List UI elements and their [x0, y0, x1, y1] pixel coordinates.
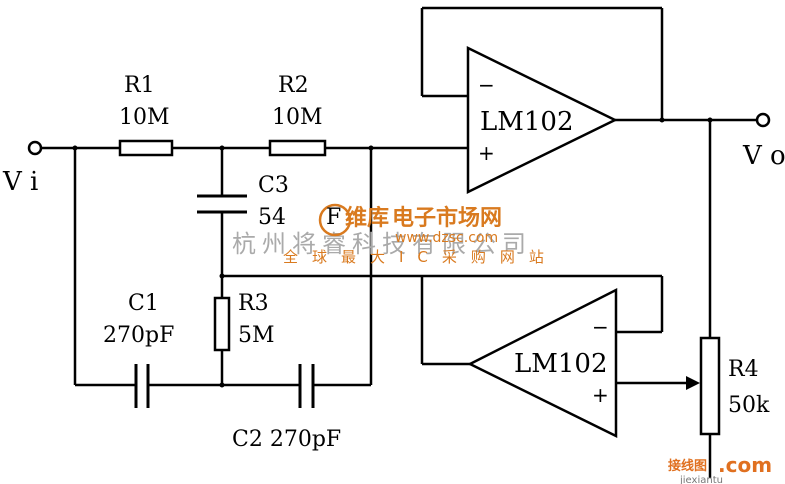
labels: V i V o R1 10M R2 10M C3 54 F C1 270pF R… [2, 73, 785, 452]
resistor-r1 [118, 139, 174, 157]
junction-dot [707, 117, 713, 123]
junction-dot [219, 145, 225, 151]
junction-dot [368, 145, 374, 151]
label-c1-name: C1 [128, 291, 159, 316]
label-c3-value: 54 [258, 205, 286, 230]
label-opamp2: LM102 [514, 349, 608, 379]
watermark-logo-icon [318, 203, 352, 237]
opamp-2-symbol [467, 287, 618, 439]
corner-watermark: 接线图 .com jiexiantu [668, 453, 772, 484]
label-vi: V i [2, 167, 38, 197]
vo-terminal [755, 112, 771, 128]
watermark-url: www.dzsc.com [395, 230, 498, 246]
watermark-site-cn: 电子市场网 [392, 205, 502, 231]
watermark-company: 杭州将睿科技有限公司 [232, 230, 532, 258]
label-r1-name: R1 [124, 73, 155, 98]
capacitor-c2 [298, 364, 315, 408]
label-vo: V o [742, 141, 785, 171]
label-r3-value: 5M [238, 323, 275, 348]
resistor-r3 [213, 296, 231, 352]
label-r1-value: 10M [119, 105, 170, 130]
r4-wiper-arrow [686, 376, 700, 390]
label-r3-name: R3 [238, 291, 269, 316]
label-c3-value-tail: F [326, 205, 341, 230]
junction-dot [72, 145, 78, 151]
label-opamp1-minus: − [478, 73, 495, 97]
potentiometer-r4 [699, 336, 721, 436]
capacitor-c1 [134, 364, 150, 408]
label-r2-value: 10M [272, 105, 323, 130]
wires [41, 6, 757, 478]
corner-watermark-url: jiexiantu [679, 475, 723, 484]
resistor-r2 [268, 139, 327, 157]
watermark-brand: 维库 [345, 205, 389, 231]
label-r4-name: R4 [728, 357, 759, 382]
label-c1-value: 270pF [103, 323, 174, 348]
watermark-slogan: 全球最大IC采购网站 [283, 248, 558, 266]
capacitor-c3 [197, 194, 247, 214]
junction-dot [219, 273, 225, 279]
corner-watermark-com: .com [718, 453, 772, 477]
junctions [72, 117, 713, 388]
label-r4-value: 50k [728, 393, 770, 418]
label-opamp1: LM102 [480, 107, 574, 137]
label-opamp2-minus: − [592, 315, 609, 339]
junction-dot [219, 382, 225, 388]
label-c3-name: C3 [258, 173, 289, 198]
vi-terminal [27, 140, 43, 156]
corner-watermark-cn: 接线图 [668, 458, 707, 474]
watermark: 杭州将睿科技有限公司 维库 电子市场网 www.dzsc.com 全球最大IC采… [232, 203, 558, 266]
label-opamp1-plus: + [478, 141, 495, 165]
label-opamp2-plus: + [592, 383, 609, 407]
label-c2: C2 270pF [232, 427, 341, 452]
label-r2-name: R2 [278, 73, 309, 98]
junction-dot [659, 117, 665, 123]
opamp-1-symbol [466, 45, 618, 195]
